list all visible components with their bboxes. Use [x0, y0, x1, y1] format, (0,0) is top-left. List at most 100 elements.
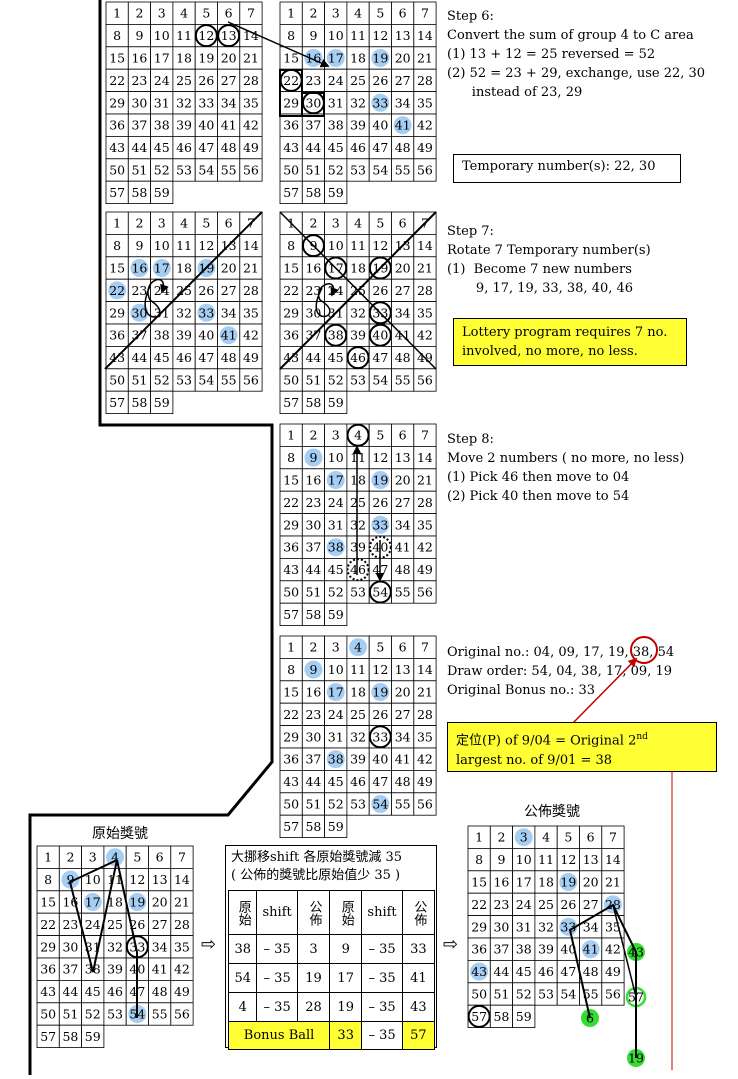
cell-number: 45 — [328, 562, 344, 577]
cell-number: 55 — [221, 373, 237, 388]
cell-number: 53 — [350, 163, 366, 178]
cell-number: 14 — [417, 662, 433, 677]
cell-number: 22 — [283, 283, 299, 298]
table-row: 54 – 35 19 17 – 35 41 — [227, 963, 436, 993]
cell-number: 59 — [154, 395, 170, 410]
cell-number: 33 — [129, 939, 145, 954]
cell-number: 32 — [350, 517, 366, 532]
cell-number: 26 — [560, 897, 576, 912]
cell-number: 50 — [471, 987, 487, 1002]
cell-number: 57 — [109, 395, 125, 410]
cell-number: 49 — [243, 350, 259, 365]
cell-number: 56 — [174, 1007, 190, 1022]
cell-number: 15 — [471, 875, 487, 890]
step6-text: Step 6: Convert the sum of group 4 to C … — [447, 7, 705, 102]
cell-number: 7 — [421, 640, 429, 655]
circle-marker — [368, 725, 392, 749]
cell-number: 48 — [221, 140, 237, 155]
cell-number: 18 — [350, 261, 366, 276]
table-row: 4 – 35 28 19 – 35 43 — [227, 992, 436, 1022]
highlight-marker — [326, 750, 345, 769]
cell-number: 17 — [154, 51, 170, 66]
cell-number: 22 — [109, 283, 125, 298]
cell-number: 39 — [176, 328, 192, 343]
cell-number: 10 — [154, 28, 170, 43]
cell-number: 46 — [107, 984, 123, 999]
cell-number: 16 — [305, 685, 321, 700]
step6-line: Convert the sum of group 4 to C area — [447, 28, 694, 43]
highlight-marker — [371, 515, 390, 534]
cell-number: 32 — [350, 95, 366, 110]
cell-number: 17 — [328, 473, 344, 488]
shift-header-cell: 公佈 — [401, 890, 436, 935]
grid-cell — [81, 1024, 105, 1048]
original-bonus: Original Bonus no.: 33 — [447, 683, 596, 698]
cell-number: 39 — [538, 942, 554, 957]
shift-cell: – 35 — [361, 963, 403, 993]
circle-marker — [467, 1004, 491, 1028]
cell-number: 20 — [395, 685, 411, 700]
cell-number: 30 — [131, 95, 147, 110]
cell-number: 13 — [152, 872, 168, 887]
cell-number: 14 — [605, 852, 621, 867]
highlight-marker — [83, 893, 102, 911]
cell-number: 37 — [62, 962, 78, 977]
cell-number: 27 — [221, 283, 237, 298]
cell-number: 19 — [129, 895, 145, 910]
cell-number: 2 — [309, 216, 317, 231]
cell-number: 36 — [471, 942, 487, 957]
circle-marker — [324, 256, 348, 280]
cell-number: 34 — [221, 305, 237, 320]
cell-number: 46 — [350, 562, 366, 577]
cell-number: 46 — [350, 350, 366, 365]
cell-number: 15 — [283, 261, 299, 276]
cell-number: 21 — [243, 261, 259, 276]
cell-number: 9 — [309, 450, 317, 465]
cell-number: 59 — [328, 607, 344, 622]
cell-number: 57 — [109, 185, 125, 200]
cell-number: 37 — [305, 752, 321, 767]
cell-number: 34 — [152, 939, 168, 954]
cell-number: 30 — [305, 95, 321, 110]
cell-number: 12 — [372, 662, 388, 677]
cell-number: 33 — [560, 919, 576, 934]
cell-number: 5 — [564, 830, 572, 845]
circle-marker — [346, 346, 370, 370]
shift-cell: 4 — [227, 992, 258, 1022]
cell-number: 45 — [154, 140, 170, 155]
shift-header-cell: shift — [361, 890, 403, 935]
grid-cell — [413, 158, 437, 182]
temporary-numbers-box: Temporary number(s): 22, 30 — [453, 154, 681, 183]
step7-line: Rotate 7 Temporary number(s) — [447, 243, 651, 258]
cell-number: 52 — [516, 987, 532, 1002]
grid-cell — [413, 792, 437, 816]
cell-number: 20 — [395, 261, 411, 276]
cell-number: 51 — [131, 163, 147, 178]
cell-number: 7 — [178, 850, 186, 865]
grid-cell — [324, 602, 348, 627]
cell-number: 37 — [131, 118, 147, 133]
cell-number: 38 — [154, 118, 170, 133]
cell-number: 13 — [395, 28, 411, 43]
cell-number: 45 — [328, 774, 344, 789]
highlight-marker — [371, 683, 390, 701]
cell-number: 57 — [471, 1009, 487, 1024]
cell-number: 57 — [283, 819, 299, 834]
cell-number: 7 — [421, 428, 429, 443]
cell-number: 56 — [605, 987, 621, 1002]
cell-number: 30 — [493, 919, 509, 934]
lottery-rule-note: Lottery program requires 7 no. involved,… — [453, 318, 687, 366]
cell-number: 50 — [283, 163, 299, 178]
right-arrow-icon: ⇨ — [443, 934, 459, 955]
cell-number: 29 — [283, 517, 299, 532]
cell-number: 36 — [283, 752, 299, 767]
cell-number: 50 — [283, 797, 299, 812]
cell-number: 12 — [198, 28, 214, 43]
number-grid: 1234567891011121314151617181920212223242… — [105, 211, 263, 415]
cell-number: 10 — [85, 872, 101, 887]
shift-cell: 19 — [296, 963, 331, 993]
cell-number: 34 — [221, 95, 237, 110]
red-circle-marker — [630, 636, 658, 664]
cell-number: 22 — [283, 707, 299, 722]
highlight-marker — [106, 848, 125, 867]
